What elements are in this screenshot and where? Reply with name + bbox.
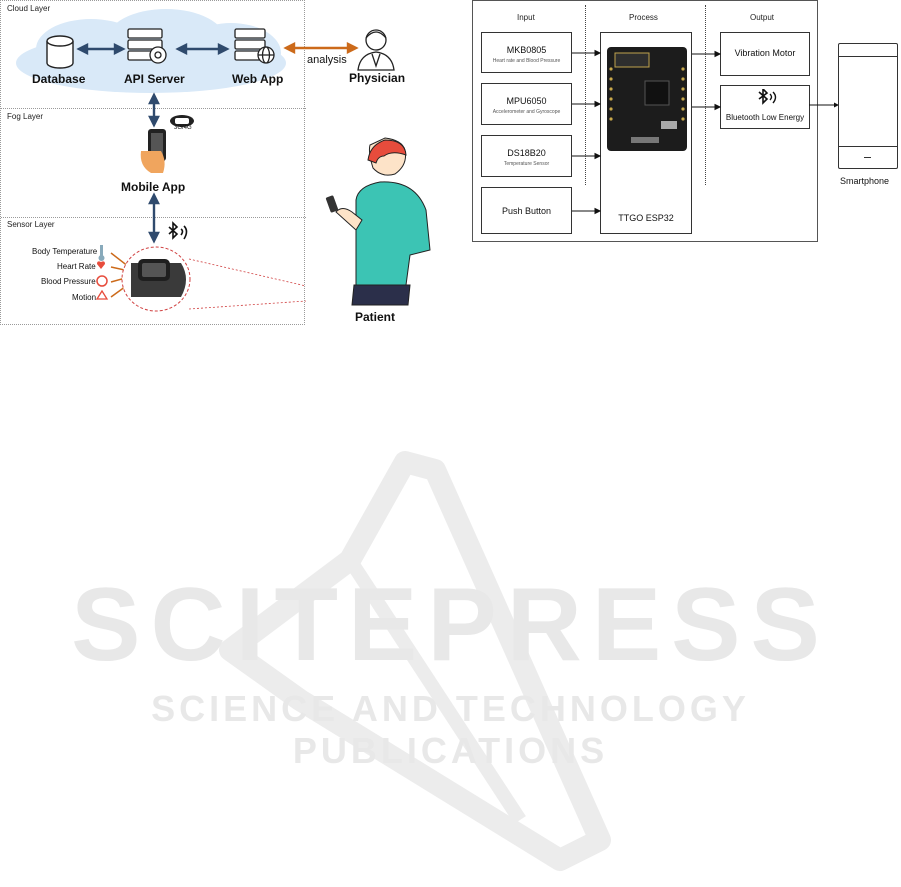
- mobile-app-label: Mobile App: [121, 180, 186, 194]
- physician-icon: [357, 29, 395, 71]
- zoom-guide-lines: [188, 258, 306, 310]
- column-title-input: Input: [517, 13, 535, 22]
- output-name: Vibration Motor: [734, 48, 796, 58]
- system-architecture-diagram: Cloud Layer Fog Layer Sensor Layer: [0, 0, 306, 325]
- sensor-label-body-temperature: Body Temperature: [32, 247, 98, 256]
- input-desc: Accelerometer and Gyroscope: [492, 109, 561, 115]
- thermometer-icon: [98, 245, 105, 261]
- input-block-mpu6050: MPU6050 Accelerometer and Gyroscope: [481, 83, 572, 125]
- smartwatch-zoom: [121, 246, 191, 312]
- physician-label: Physician: [349, 71, 406, 85]
- api-fog-arrow: [148, 92, 160, 128]
- input-name: MPU6050: [506, 96, 547, 106]
- cloud-layer-label: Cloud Layer: [7, 4, 51, 13]
- input-name: DS18B20: [507, 148, 546, 158]
- webapp-physician-arrow: [283, 42, 359, 54]
- sensor-label-heart-rate: Heart Rate: [57, 262, 96, 271]
- column-title-output: Output: [750, 13, 775, 22]
- bluetooth-icon: [168, 221, 188, 240]
- web-app-icon: [234, 28, 275, 64]
- smartphone-label: Smartphone: [840, 176, 890, 186]
- input-block-push-button: Push Button: [481, 187, 572, 234]
- motion-icon: [95, 289, 109, 300]
- fog-layer-label: Fog Layer: [7, 112, 44, 121]
- smartphone-block: [838, 43, 898, 169]
- bluetooth-icon: [758, 89, 777, 105]
- web-app-label: Web App: [232, 72, 284, 86]
- output-name: Bluetooth Low Energy: [725, 113, 805, 122]
- input-name: Push Button: [501, 206, 552, 216]
- column-title-process: Process: [629, 13, 658, 22]
- output-block-vibration-motor: Vibration Motor: [720, 32, 810, 76]
- sensor-layer-label: Sensor Layer: [7, 220, 55, 229]
- ble-smartphone-arrow: [809, 102, 839, 108]
- process-name: TTGO ESP32: [618, 213, 674, 223]
- database-icon: [46, 35, 74, 69]
- analysis-edge-label: analysis: [307, 54, 347, 66]
- architecture-graphics: [16, 9, 306, 312]
- blood-pressure-icon: [96, 275, 108, 287]
- database-label: Database: [32, 72, 86, 86]
- phone-home-button: [864, 157, 871, 158]
- wifi-icon: [170, 115, 194, 127]
- phone-bottom-bezel: [839, 146, 897, 147]
- input-block-mkb0805: MKB0805 Heart rate and Blood Pressure: [481, 32, 572, 73]
- patient-label: Patient: [355, 310, 396, 324]
- fog-sensor-arrow: [148, 192, 160, 244]
- process-block-esp32: TTGO ESP32: [600, 32, 692, 234]
- block-arrows: [572, 49, 722, 215]
- watermark-title: SCITEPRESS: [71, 567, 830, 683]
- input-name: MKB0805: [506, 45, 547, 55]
- process-output-separator: [705, 5, 706, 185]
- output-block-ble: Bluetooth Low Energy: [720, 85, 810, 129]
- sensor-label-motion: Motion: [72, 293, 97, 302]
- hardware-block-diagram: Input Process Output MKB0805 Heart rate …: [472, 0, 818, 242]
- phone-top-bezel: [839, 56, 897, 57]
- patient-figure: [325, 137, 431, 306]
- network-badge: 3G/4G: [174, 125, 192, 131]
- input-desc: Temperature Sensor: [503, 161, 550, 167]
- watermark-subtitle: SCIENCE AND TECHNOLOGY PUBLICATIONS: [151, 688, 750, 771]
- database-api-arrow: [76, 43, 126, 55]
- heart-rate-icon: [97, 261, 105, 269]
- sensor-label-blood-pressure: Blood Pressure: [41, 277, 96, 286]
- actors-graphics: [283, 29, 431, 306]
- input-block-ds18b20: DS18B20 Temperature Sensor: [481, 135, 572, 177]
- api-webapp-arrow: [175, 43, 230, 55]
- api-server-icon: [127, 28, 167, 64]
- input-desc: Heart rate and Blood Pressure: [492, 58, 561, 64]
- esp32-board-icon: [607, 47, 687, 151]
- api-server-label: API Server: [124, 72, 185, 86]
- input-process-separator: [585, 5, 586, 185]
- smartphone-icon: [140, 129, 166, 173]
